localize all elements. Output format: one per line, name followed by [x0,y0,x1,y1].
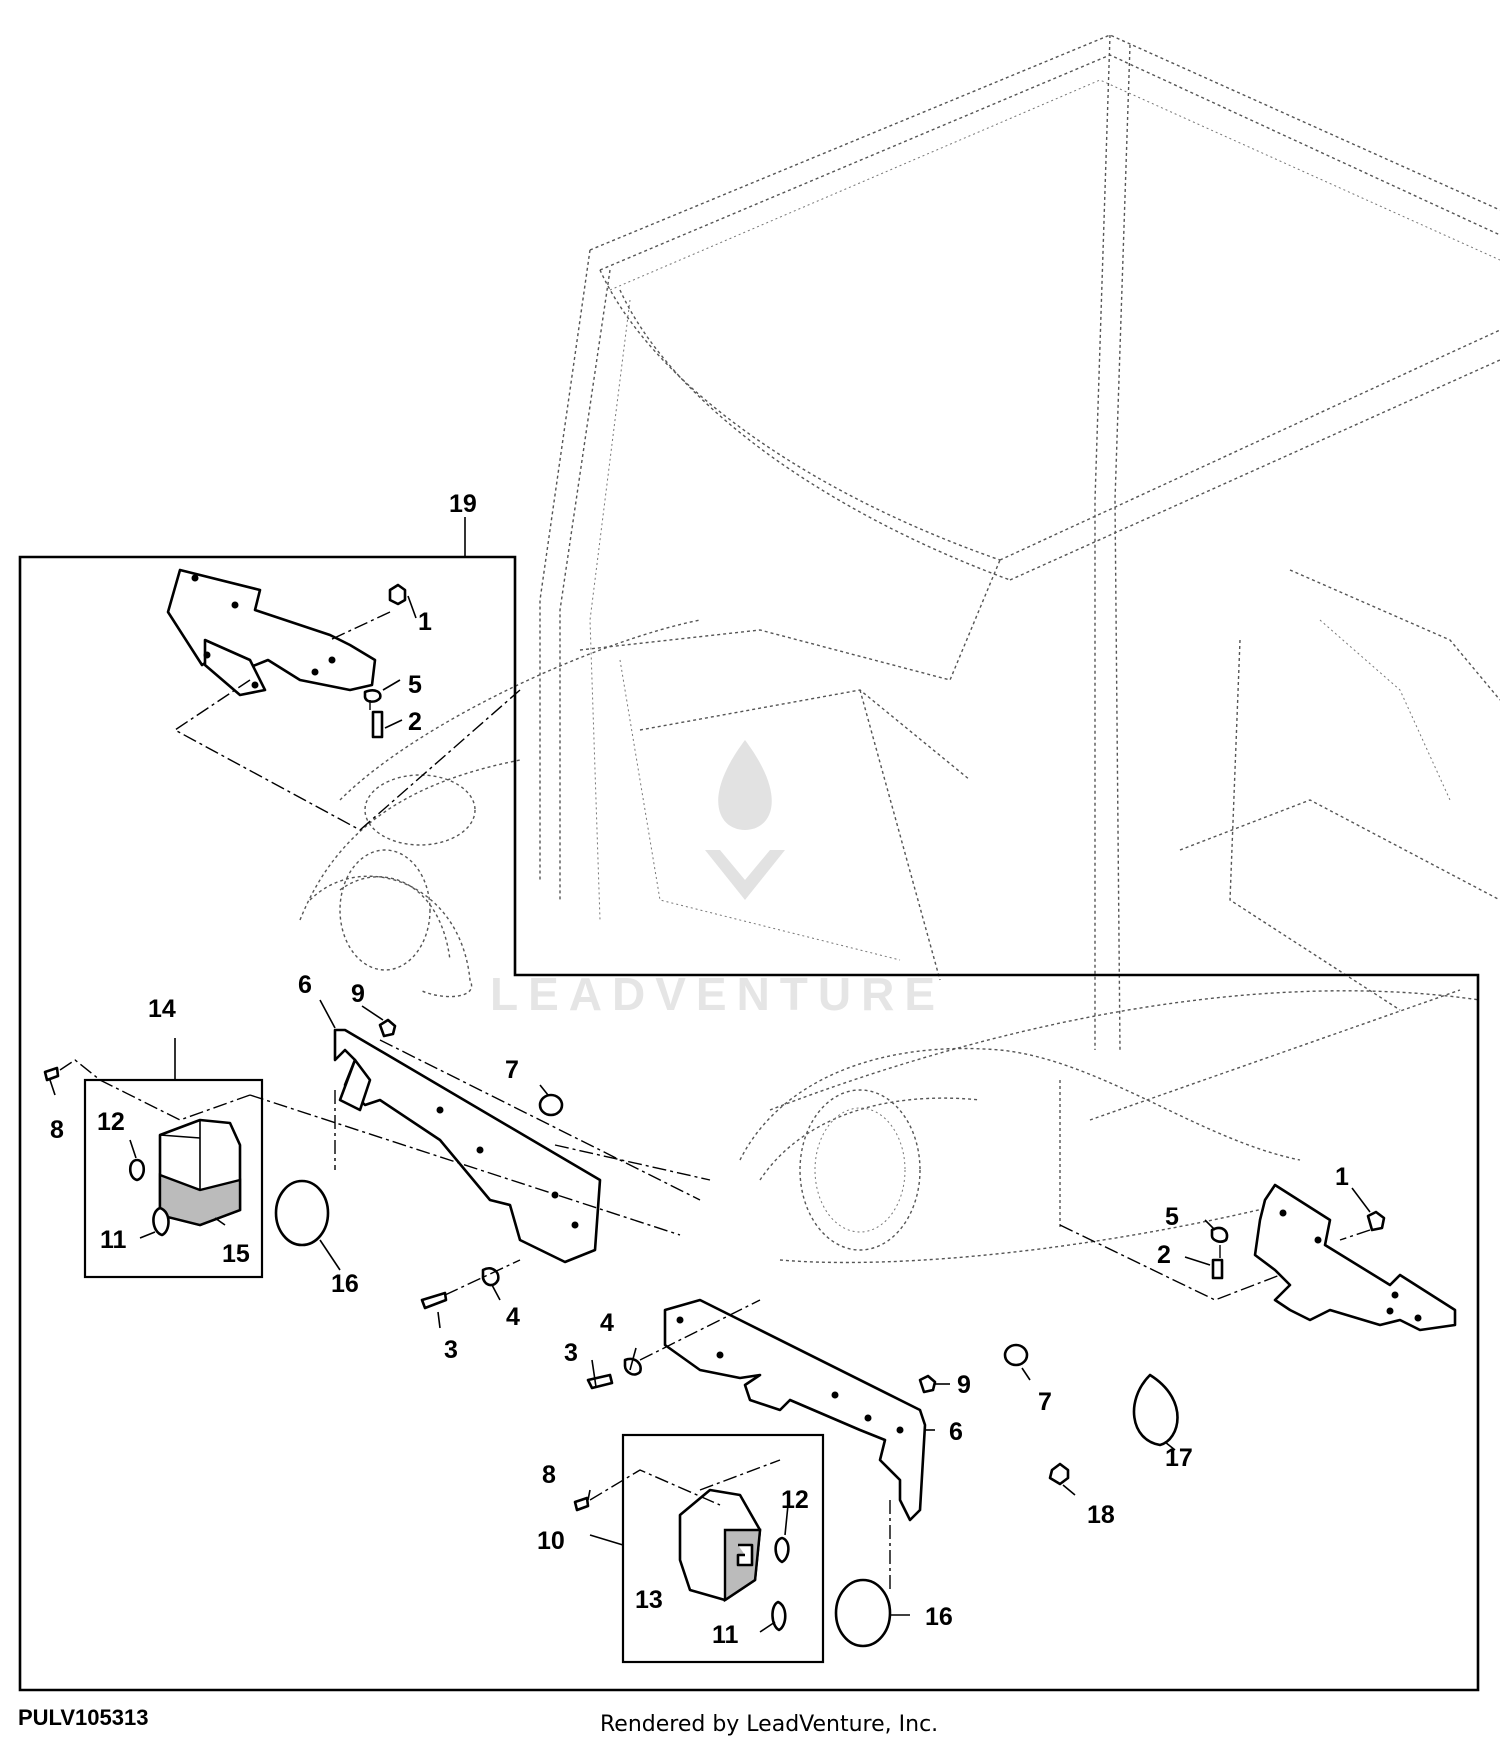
callout-11-right: 11 [712,1621,739,1649]
lamp-kit-14-box [83,1078,264,1279]
bolt-2-right [1211,1258,1224,1280]
bolt-3-left [420,1291,448,1310]
lens-seal-16-right [834,1578,892,1648]
callout-17: 17 [1165,1444,1193,1472]
washer-5-left [363,689,382,703]
lamp-bracket-6-left [333,1028,602,1264]
callout-16-right: 16 [925,1603,953,1631]
callout-9-left: 9 [351,980,365,1008]
grommet-7-left [538,1093,564,1117]
screw-8-right [573,1496,590,1512]
screw-8-left [43,1066,60,1082]
render-credit: Rendered by LeadVenture, Inc. [600,1712,939,1737]
callout-3-right: 3 [564,1339,578,1367]
nut-9-right [918,1374,937,1394]
callout-3-left: 3 [444,1336,458,1364]
figure-id: PULV105313 [18,1705,149,1730]
callout-10: 10 [537,1527,565,1555]
bulb-12-left [128,1158,146,1182]
nut-1-right [1366,1210,1386,1232]
callout-12-right: 12 [781,1486,809,1514]
callout-2-upper: 2 [408,708,422,736]
callout-leaders [49,595,1371,1633]
callout-4-left: 4 [506,1303,520,1331]
nut-9-left [378,1018,397,1038]
callout-19: 19 [449,490,477,518]
callout-12-left: 12 [97,1108,125,1136]
callout-2-right: 2 [1157,1241,1171,1269]
lamp-13-right [678,1488,762,1603]
bolt-3-right [586,1373,614,1390]
callout-5-upper: 5 [408,671,422,699]
lamp-bracket-6-right [663,1298,927,1522]
callout-6-right: 6 [949,1418,963,1446]
callout-8-right: 8 [542,1461,556,1489]
lens-seal-16-left [274,1179,330,1247]
callout-1-right: 1 [1335,1163,1349,1191]
bulb-11-right [771,1600,787,1632]
callout-6-left: 6 [298,971,312,999]
watermark-logo-icon [705,740,785,900]
callout-11-left: 11 [100,1226,127,1254]
callout-18: 18 [1087,1501,1115,1529]
callout-4-right: 4 [600,1309,614,1337]
watermark: LEADVENTURE [490,740,945,1020]
callout-14: 14 [148,995,176,1023]
bulb-11-left [152,1206,170,1237]
washer-5-right [1210,1226,1229,1243]
callout-8-left: 8 [50,1116,64,1144]
mounting-bracket-right [1253,1183,1457,1332]
clamp-17 [1132,1373,1179,1447]
bolt-2-left [371,710,384,739]
lamp-15-left [158,1118,242,1227]
callout-1-upper: 1 [418,608,432,636]
callout-labels: 19 1 5 2 6 9 14 7 8 12 11 15 16 3 4 1 5 … [50,490,1349,1649]
bulb-12-right [774,1536,790,1564]
cab-frame-ghost [299,34,1500,1264]
outer-frame [18,555,1480,1692]
nut-1-left [388,583,407,606]
clip-18 [1048,1462,1070,1486]
grommet-7-right [1003,1343,1029,1367]
lamp-kit-10-box [621,1433,825,1664]
callout-15: 15 [222,1240,250,1268]
mounting-bracket-left [166,568,377,697]
callout-16-left: 16 [331,1270,359,1298]
callout-7-right: 7 [1038,1388,1052,1416]
callout-13: 13 [635,1586,663,1614]
callout-7-left: 7 [505,1056,519,1084]
callout-5-right: 5 [1165,1203,1179,1231]
watermark-text: LEADVENTURE [490,968,945,1020]
callout-9-right: 9 [957,1371,971,1399]
